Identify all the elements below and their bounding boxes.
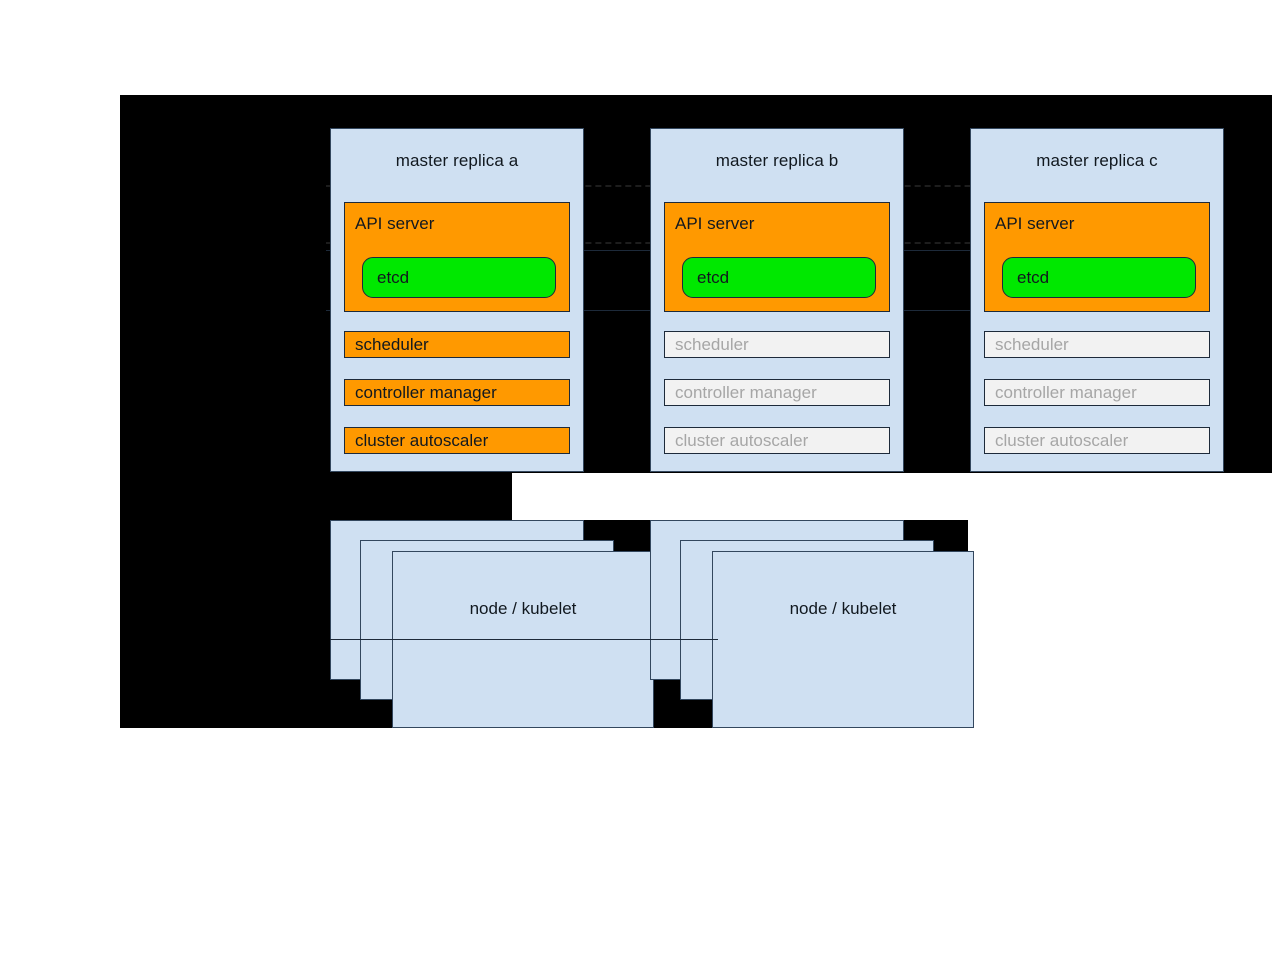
master-replica-a-cluster-autoscaler[interactable]: cluster autoscaler [344,427,570,454]
node-group-2-label: node / kubelet [789,599,897,618]
master-replica-c-apiserver-label: API server [995,214,1075,233]
master-replica-b-apiserver-label: API server [675,214,755,233]
master-replica-c-scheduler[interactable]: scheduler [984,331,1210,358]
master-replica-b-scheduler[interactable]: scheduler [664,331,890,358]
master-replica-b-cluster-autoscaler[interactable]: cluster autoscaler [664,427,890,454]
master-replica-c-title: master replica c [1036,151,1158,170]
master-replica-a-etcd[interactable]: etcd [362,257,556,298]
rule-solid-node-divider-1 [330,639,708,640]
master-replica-a-controller-manager[interactable]: controller manager [344,379,570,406]
master-replica-a-title: master replica a [395,151,519,170]
master-replica-b-title: master replica b [715,151,839,170]
node-group-2-card-front[interactable]: node / kubelet [712,551,974,728]
master-replica-a-apiserver-label: API server [355,214,435,233]
master-replica-c-cluster-autoscaler[interactable]: cluster autoscaler [984,427,1210,454]
backdrop-left-notch [120,473,512,520]
master-replica-a-scheduler[interactable]: scheduler [344,331,570,358]
master-replica-c-etcd[interactable]: etcd [1002,257,1196,298]
master-replica-b-etcd[interactable]: etcd [682,257,876,298]
rule-solid-node-divider-2 [650,639,718,640]
master-replica-b-controller-manager[interactable]: controller manager [664,379,890,406]
node-group-1-label: node / kubelet [469,599,577,618]
master-replica-c-controller-manager[interactable]: controller manager [984,379,1210,406]
